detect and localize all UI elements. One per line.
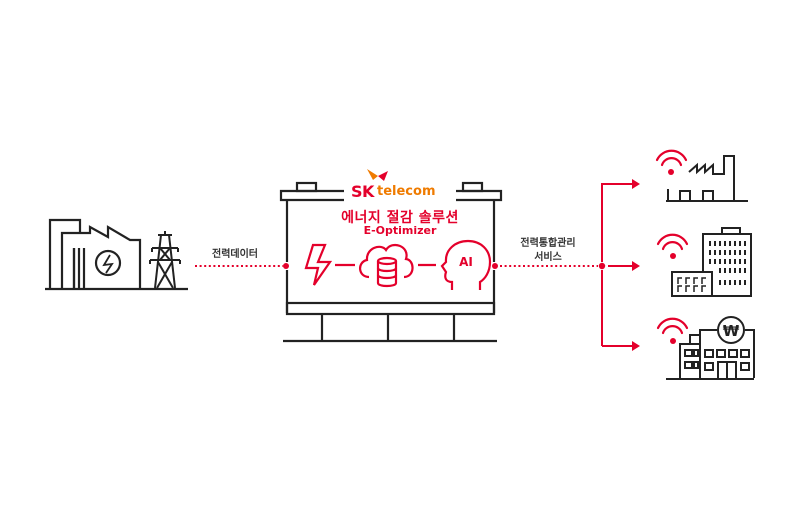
wifi-dot — [670, 338, 676, 344]
wifi-dot — [670, 253, 676, 259]
transmission-tower-icon — [149, 231, 181, 289]
branch-lines — [601, 183, 632, 347]
factory-icon — [666, 155, 748, 202]
sk-logo-text: telecom — [377, 184, 436, 199]
output-flow-label-line2: 서비스 — [534, 252, 562, 263]
bank-building-icon — [666, 316, 755, 380]
arrow-to-office — [632, 261, 640, 271]
junction-dot — [598, 262, 606, 270]
arrow-to-bank — [632, 341, 640, 351]
lightning-icon — [304, 243, 333, 286]
wifi-icon — [656, 233, 689, 251]
ai-label: AI — [459, 255, 473, 269]
wifi-icon — [655, 149, 688, 167]
power-plant-icon — [48, 218, 142, 288]
sk-butterfly-icon — [367, 169, 388, 181]
battery-frame — [279, 181, 503, 343]
output-flow-label-line1: 전력통합관리 — [520, 238, 576, 249]
output-flow-start-dot — [492, 263, 498, 269]
solution-title-korean: 에너지 절감 솔루션 — [341, 210, 459, 226]
office-low-windows — [677, 277, 706, 292]
won-symbol: ₩ — [723, 322, 740, 340]
wifi-dot — [668, 169, 674, 175]
input-flow-label: 전력데이터 — [212, 249, 258, 260]
wifi-icon — [656, 317, 689, 335]
solution-title-english: E-Optimizer — [363, 224, 437, 237]
input-flow-dot — [283, 263, 289, 269]
sk-logo-mark: SK — [351, 182, 374, 201]
arrow-to-factory — [632, 179, 640, 189]
cloud-database-icon — [359, 243, 414, 288]
ai-head-icon — [440, 239, 492, 290]
office-windows — [709, 241, 746, 285]
